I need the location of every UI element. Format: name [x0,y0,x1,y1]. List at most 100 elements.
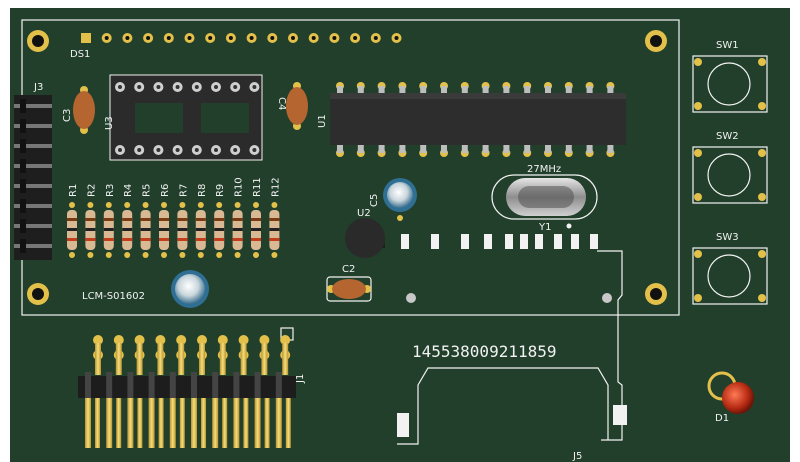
resistor-r4 [122,202,133,258]
j5-pad [431,234,439,249]
push-buttons [692,55,768,305]
j5-outline [397,250,627,445]
j1-pin [95,343,101,375]
j1-pin [240,343,247,375]
j1-pin [148,398,155,448]
mounting-holes [27,30,667,305]
j5-pad [505,234,513,249]
resistor-label: R1 [68,184,79,197]
j3-pin [14,244,52,248]
j1-pin [157,343,164,375]
resistor-label: R3 [105,184,116,197]
u3-label: U3 [104,116,115,130]
resistor-label: R9 [215,184,226,197]
j5-pad-row [401,223,598,249]
u1-label: U1 [317,114,328,128]
resistor-label: R10 [234,177,245,197]
u3-ic-socket [109,74,263,161]
resistor-r6 [159,202,169,258]
j3-pin [14,164,52,168]
u2-regulator [345,218,385,258]
switch-sw3 [692,247,768,305]
j5-pad [571,234,579,249]
d1-led [707,371,754,414]
j1-pin [261,343,268,375]
resistor-r12 [269,202,280,258]
j3-pin [14,204,52,208]
resistor-r9 [214,202,225,258]
resistor-label: R12 [270,177,281,197]
y1-crystal [491,174,598,220]
resistor-r11 [251,202,261,258]
j3-connector [14,95,52,260]
lcm-part-label: LCM-S01602 [82,291,145,302]
j1-pin [199,343,205,375]
j5-pad [461,234,469,249]
c4-capacitor [286,82,308,130]
sw1-label: SW1 [716,40,739,51]
c2-label: C2 [342,264,355,275]
resistor-r1 [67,202,77,258]
j1-pin [282,343,289,375]
lcm-capacitor [171,270,209,308]
j5-pad [401,234,409,249]
resistor-label: R5 [142,184,153,197]
switch-sw2 [692,146,768,204]
j1-pin [191,398,197,448]
ds1-header-pads [81,33,402,43]
j1-pin [169,398,176,448]
resistor-r7 [177,202,188,258]
switch-sw1 [692,55,768,113]
resistor-r10 [232,202,243,258]
sw2-label: SW2 [716,131,739,142]
u2-label: U2 [357,208,371,219]
j1-label: J1 [295,374,306,384]
j1-pin [136,343,143,375]
resistor-label: R7 [178,184,189,197]
j5-pad [484,234,492,249]
resistor-bank [67,202,280,258]
j1-pin [106,398,113,448]
j3-pin [14,124,52,128]
c3-capacitor [73,86,95,134]
j1-pin [254,398,261,448]
resistor-label: R4 [123,184,134,197]
j5-pad [590,234,598,249]
ds1-label: DS1 [70,49,90,60]
j1-pin [178,343,185,375]
j3-pin [14,144,52,148]
j1-pin [212,398,219,448]
j5-label: J5 [572,451,582,462]
sw3-label: SW3 [716,232,739,243]
j1-pin-header [78,327,296,448]
j5-pad [520,234,528,249]
j3-pin [14,224,52,228]
y1-label: Y1 [538,222,551,233]
j3-pin [14,184,52,188]
j1-pin [115,343,122,375]
resistor-label: R6 [160,184,171,197]
d1-label: D1 [715,413,729,424]
resistor-label: R2 [86,184,97,197]
crystal-freq-label: 27MHz [527,164,561,175]
j1-pin [275,398,282,448]
c4-label: C4 [276,97,287,110]
j1-pin [127,398,134,448]
barcode-text: 145538009211859 [412,342,557,361]
ds1-pad [81,33,91,43]
j3-pin [14,104,52,108]
j5-pad [554,234,562,249]
resistor-r8 [195,202,206,258]
resistor-r2 [85,202,96,258]
resistor-r3 [103,202,114,258]
c2-capacitor [326,276,372,302]
u1-microcontroller [330,82,626,157]
c3-label: C3 [62,109,73,122]
resistor-r5 [140,202,151,258]
j3-label: J3 [33,82,43,93]
resistor-label: R8 [197,184,208,197]
j1-pin [85,398,91,448]
